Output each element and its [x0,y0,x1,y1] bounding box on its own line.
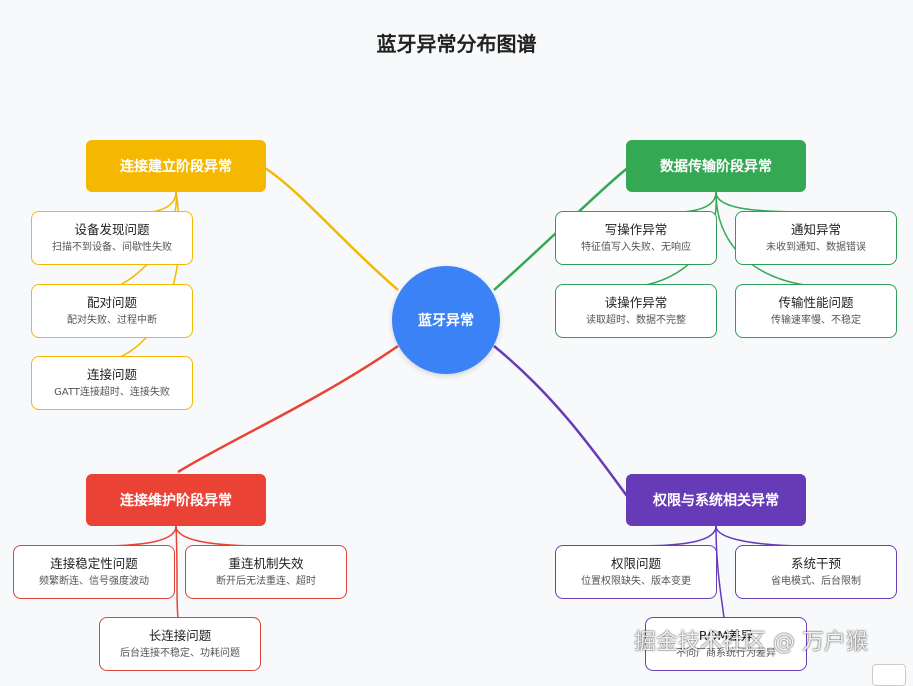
leaf-desc: GATT连接超时、连接失败 [54,387,170,398]
corner-button[interactable] [872,664,906,686]
link-setup-leaf1 [129,191,177,214]
leaf-long-connection[interactable]: 长连接问题 后台连接不稳定、功耗问题 [99,617,261,671]
leaf-title: 连接稳定性问题 [50,556,138,571]
leaf-desc: 断开后无法重连、超时 [216,576,316,587]
leaf-desc: 扫描不到设备、间歇性失败 [52,242,172,253]
leaf-connection-stability[interactable]: 连接稳定性问题 频繁断连、信号强度波动 [13,545,175,599]
center-node[interactable]: 蓝牙异常 [392,266,500,374]
leaf-title: 长连接问题 [148,628,212,643]
link-center-setup [261,164,399,291]
leaf-desc: 特征值写入失败、无响应 [581,242,691,253]
leaf-write-operation[interactable]: 写操作异常 特征值写入失败、无响应 [555,211,717,265]
link-maintain-leaf3 [175,525,179,619]
leaf-title: 设备发现问题 [74,222,150,237]
branch-connection-maintenance[interactable]: 连接维护阶段异常 [86,474,266,526]
leaf-device-discovery[interactable]: 设备发现问题 扫描不到设备、间歇性失败 [31,211,193,265]
leaf-title: 写操作异常 [604,222,668,237]
leaf-desc: 配对失败、过程中断 [67,315,157,326]
leaf-desc: 频繁断连、信号强度波动 [39,576,149,587]
link-permission-leaf2 [715,525,813,547]
leaf-title: 传输性能问题 [778,295,854,310]
leaf-title: ROM差异 [698,628,754,643]
leaf-rom-difference[interactable]: ROM差异 不同厂商系统行为差异 [645,617,807,671]
branch-connection-setup[interactable]: 连接建立阶段异常 [86,140,266,192]
link-permission-leaf3 [715,525,725,619]
leaf-title: 系统干预 [790,556,841,571]
leaf-desc: 不同厂商系统行为差异 [676,648,776,659]
leaf-title: 配对问题 [86,295,137,310]
branch-data-transfer[interactable]: 数据传输阶段异常 [626,140,806,192]
leaf-title: 通知异常 [790,222,841,237]
leaf-connection[interactable]: 连接问题 GATT连接超时、连接失败 [31,356,193,410]
link-maintain-leaf2 [175,525,265,547]
leaf-system-intervention[interactable]: 系统干预 省电模式、后台限制 [735,545,897,599]
watermark: 掘金技术社区 @ 万户猴 [634,630,868,655]
leaf-title: 连接问题 [86,367,137,382]
leaf-title: 读操作异常 [604,295,668,310]
leaf-desc: 未收到通知、数据错误 [766,242,866,253]
link-transfer-leaf1 [639,191,717,214]
page-title: 蓝牙异常分布图谱 [376,32,537,56]
leaf-desc: 位置权限缺失、版本变更 [581,576,691,587]
leaf-desc: 读取超时、数据不完整 [586,315,686,326]
leaf-permission[interactable]: 权限问题 位置权限缺失、版本变更 [555,545,717,599]
leaf-title: 权限问题 [610,556,661,571]
leaf-desc: 省电模式、后台限制 [771,576,861,587]
leaf-title: 重连机制失效 [228,556,304,571]
leaf-reconnect-failure[interactable]: 重连机制失效 断开后无法重连、超时 [185,545,347,599]
leaf-notification[interactable]: 通知异常 未收到通知、数据错误 [735,211,897,265]
link-center-permission [493,345,632,501]
link-transfer-leaf2 [715,191,813,213]
leaf-read-operation[interactable]: 读操作异常 读取超时、数据不完整 [555,284,717,338]
leaf-desc: 后台连接不稳定、功耗问题 [120,648,240,659]
link-center-maintain [177,344,399,474]
leaf-transfer-performance[interactable]: 传输性能问题 传输速率慢、不稳定 [735,284,897,338]
branch-permission-system[interactable]: 权限与系统相关异常 [626,474,806,526]
leaf-desc: 传输速率慢、不稳定 [771,315,861,326]
link-permission-leaf1 [635,525,717,547]
leaf-pairing[interactable]: 配对问题 配对失败、过程中断 [31,284,193,338]
link-maintain-leaf1 [95,525,177,547]
